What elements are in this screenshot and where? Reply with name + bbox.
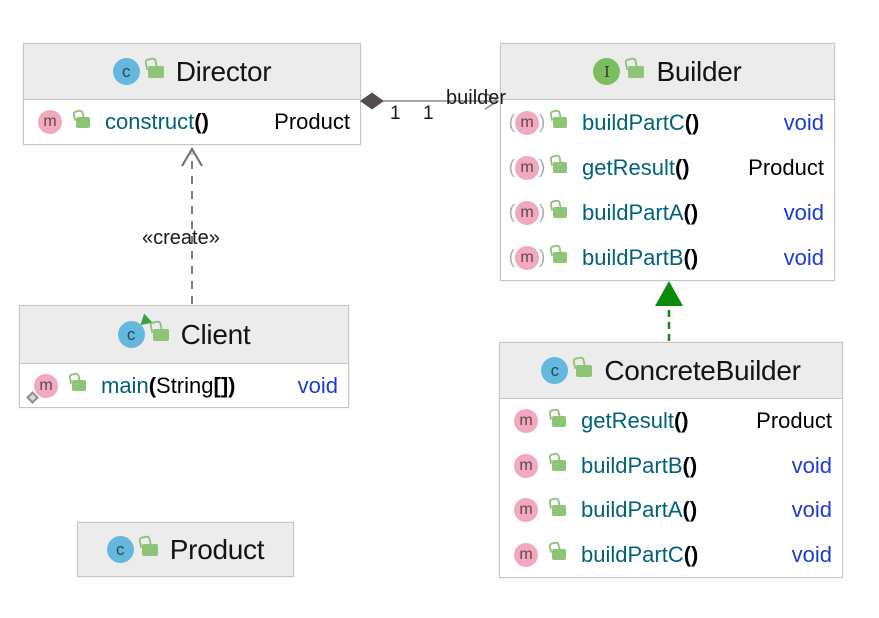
- unlocked-icon: [552, 549, 566, 561]
- method-name: buildPartA: [582, 199, 684, 225]
- abstract-method-icon: (m): [508, 110, 546, 135]
- class-node-concrete-builder[interactable]: c ConcreteBuilder m getResult() Product …: [499, 342, 843, 578]
- return-type: void: [791, 452, 832, 478]
- unlocked-icon: [152, 328, 169, 341]
- realization-edge-concretebuilder-builder[interactable]: [655, 281, 683, 341]
- class-header-product[interactable]: c Product: [78, 523, 293, 576]
- return-type: Product: [756, 408, 832, 434]
- return-type: void: [297, 372, 338, 398]
- method-name: getResult: [582, 154, 675, 180]
- method-icon: m: [31, 110, 69, 134]
- unlocked-icon: [552, 504, 566, 516]
- unlocked-icon: [552, 460, 566, 472]
- multiplicity-source: 1: [390, 103, 401, 124]
- runnable-class-icon: c: [117, 321, 145, 348]
- unlocked-icon: [76, 116, 90, 128]
- method-icon: m: [507, 453, 545, 478]
- member-row-buildPartB[interactable]: m buildPartB() void: [500, 444, 842, 489]
- class-node-product[interactable]: c Product: [77, 522, 294, 577]
- member-row-buildPartA[interactable]: m buildPartA() void: [500, 488, 842, 533]
- return-type: void: [791, 497, 832, 523]
- unlocked-icon: [553, 117, 567, 128]
- aggregation-role-label: builder: [446, 87, 507, 109]
- abstract-method-icon: (m): [508, 155, 546, 180]
- return-type: void: [783, 244, 824, 270]
- interface-node-builder[interactable]: I Builder (m) buildPartC() void (m) getR…: [500, 43, 835, 281]
- unlocked-icon: [628, 65, 645, 78]
- member-row-main[interactable]: m main(String[]) void: [20, 364, 348, 407]
- unlocked-icon: [147, 65, 164, 78]
- method-name: buildPartC: [582, 109, 685, 135]
- unlocked-icon: [141, 543, 158, 556]
- member-row-buildPartB[interactable]: (m) buildPartB() void: [508, 244, 824, 270]
- class-title: Director: [175, 55, 272, 87]
- interface-title: Builder: [656, 55, 742, 87]
- class-node-director[interactable]: c Director m construct() Product: [23, 43, 361, 145]
- member-row-buildPartA[interactable]: (m) buildPartA() void: [508, 199, 824, 225]
- create-stereotype-label: «create»: [142, 227, 220, 249]
- class-title: ConcreteBuilder: [604, 354, 801, 386]
- method-name: buildPartC: [581, 541, 684, 567]
- class-icon: c: [112, 58, 140, 85]
- entry-point-method-icon: m: [26, 373, 65, 404]
- member-row-buildPartC[interactable]: m buildPartC() void: [500, 533, 842, 578]
- member-row-getResult[interactable]: (m) getResult() Product: [508, 154, 824, 180]
- method-name: construct: [105, 109, 195, 134]
- member-row-getResult[interactable]: m getResult() Product: [500, 399, 842, 444]
- method-icon: m: [507, 409, 545, 434]
- return-type: void: [783, 199, 824, 225]
- aggregation-diamond-icon: [360, 92, 384, 110]
- member-row-construct[interactable]: m construct() Product: [24, 100, 360, 144]
- class-icon: c: [541, 357, 569, 384]
- member-row-buildPartC[interactable]: (m) buildPartC() void: [508, 109, 824, 135]
- class-icon: c: [106, 536, 134, 563]
- class-header-client[interactable]: c Client: [20, 306, 348, 364]
- realization-triangle-icon: [655, 281, 683, 306]
- unlocked-icon: [553, 252, 567, 263]
- class-header-director[interactable]: c Director: [24, 44, 360, 100]
- unlocked-icon: [553, 162, 567, 173]
- method-name: main: [101, 372, 149, 398]
- method-name: buildPartB: [581, 452, 683, 478]
- open-arrowhead-icon: [181, 147, 203, 167]
- return-type: void: [791, 541, 832, 567]
- return-type: Product: [274, 109, 350, 134]
- multiplicity-target: 1: [423, 103, 434, 124]
- method-name: buildPartA: [581, 497, 683, 523]
- class-node-client[interactable]: c Client m main(String[]) void: [19, 305, 349, 408]
- unlocked-icon: [552, 415, 566, 427]
- class-header-concrete-builder[interactable]: c ConcreteBuilder: [500, 343, 842, 399]
- method-name: buildPartB: [582, 244, 684, 270]
- unlocked-icon: [553, 207, 567, 218]
- class-title: Client: [180, 318, 251, 350]
- return-type: void: [783, 109, 824, 135]
- method-name: getResult: [581, 408, 674, 434]
- unlocked-icon: [576, 364, 593, 377]
- abstract-method-icon: (m): [508, 245, 546, 270]
- interface-icon: I: [593, 58, 621, 85]
- method-icon: m: [507, 542, 545, 567]
- return-type: Product: [748, 154, 824, 180]
- unlocked-icon: [72, 380, 86, 391]
- class-title: Product: [169, 533, 265, 565]
- abstract-method-icon: (m): [508, 200, 546, 225]
- interface-header-builder[interactable]: I Builder: [501, 44, 834, 100]
- method-icon: m: [507, 498, 545, 523]
